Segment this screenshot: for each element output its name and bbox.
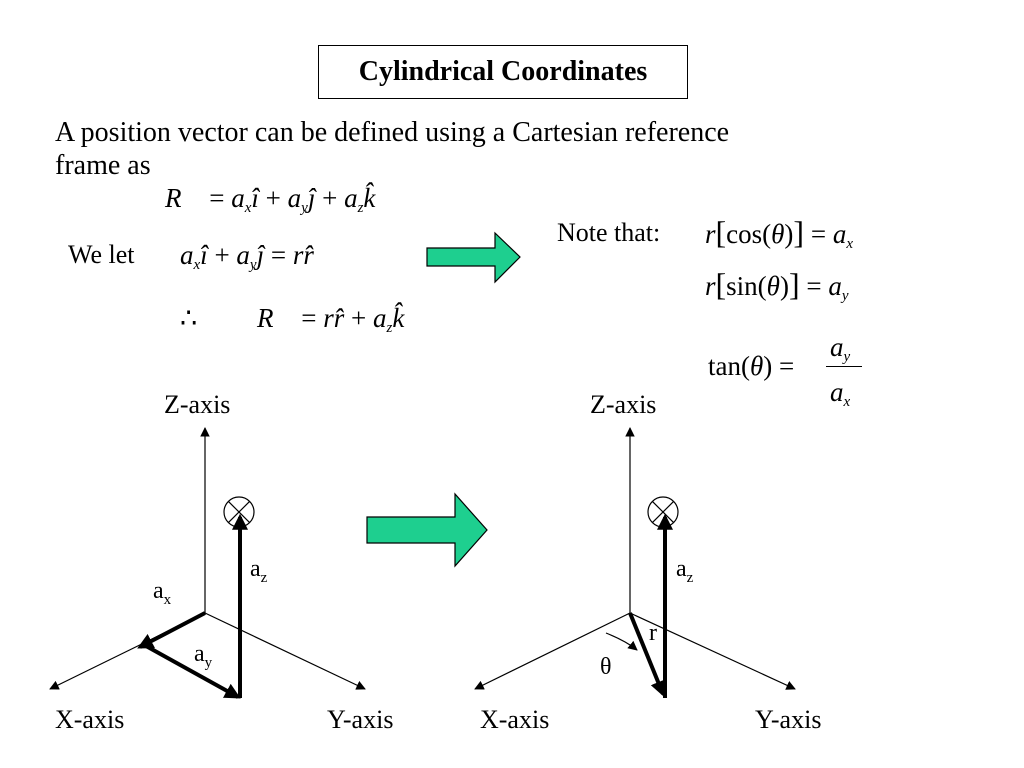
equation-therefore: R⃗ = rr̂ + azk̂ bbox=[257, 303, 405, 336]
equation-we-let: axî + ayĵ = rr̂ bbox=[180, 240, 314, 273]
therefore-symbol: ∴ bbox=[180, 303, 198, 333]
intro-line-2: frame as bbox=[55, 150, 151, 181]
equation-position-vector: R⃗ = axî + ayĵ + azk̂ bbox=[165, 183, 376, 216]
right-theta-arc bbox=[605, 632, 638, 651]
right-x-axis-label: X-axis bbox=[480, 705, 550, 734]
right-theta-label: θ bbox=[600, 654, 612, 680]
equation-cos: r[cos(θ)] = ax bbox=[705, 214, 853, 252]
left-diagram bbox=[49, 427, 366, 699]
right-y-axis-line bbox=[629, 612, 796, 690]
note-label: Note that: bbox=[557, 218, 661, 247]
left-ax-vector bbox=[137, 611, 206, 649]
left-y-axis-line bbox=[204, 612, 366, 690]
right-point-marker-icon bbox=[647, 496, 679, 528]
fraction-bar bbox=[826, 366, 862, 368]
tan-numerator: ay bbox=[830, 332, 851, 365]
left-x-axis-label: X-axis bbox=[55, 705, 125, 734]
block-arrow-top bbox=[426, 231, 521, 284]
r-vector-symbol: R⃗ bbox=[165, 183, 203, 213]
left-ay-vector bbox=[145, 644, 241, 699]
right-r-vector bbox=[628, 612, 666, 697]
equation-tan: tan(θ) = bbox=[708, 351, 795, 381]
intro-line-1: A position vector can be defined using a… bbox=[55, 117, 730, 148]
page-title-text: Cylindrical Coordinates bbox=[358, 56, 648, 87]
right-r-label: r bbox=[649, 620, 657, 646]
right-az-label: az bbox=[676, 556, 694, 586]
left-point-marker-icon bbox=[223, 496, 255, 528]
equation-sin: r[sin(θ)] = ay bbox=[705, 266, 849, 304]
page-title: Cylindrical Coordinates bbox=[318, 45, 688, 99]
right-x-axis-line bbox=[474, 612, 631, 690]
left-y-axis-label: Y-axis bbox=[327, 705, 394, 734]
left-ax-label: ax bbox=[153, 578, 172, 608]
block-arrow-middle bbox=[366, 492, 488, 568]
left-az-label: az bbox=[250, 556, 268, 586]
right-diagram bbox=[474, 427, 796, 698]
we-let-label: We let bbox=[68, 240, 135, 269]
left-z-axis-label: Z-axis bbox=[164, 390, 231, 419]
right-y-axis-label: Y-axis bbox=[755, 705, 822, 734]
left-ay-label: ay bbox=[194, 641, 213, 671]
tan-denominator: ax bbox=[830, 377, 851, 410]
right-z-axis-label: Z-axis bbox=[590, 390, 657, 419]
